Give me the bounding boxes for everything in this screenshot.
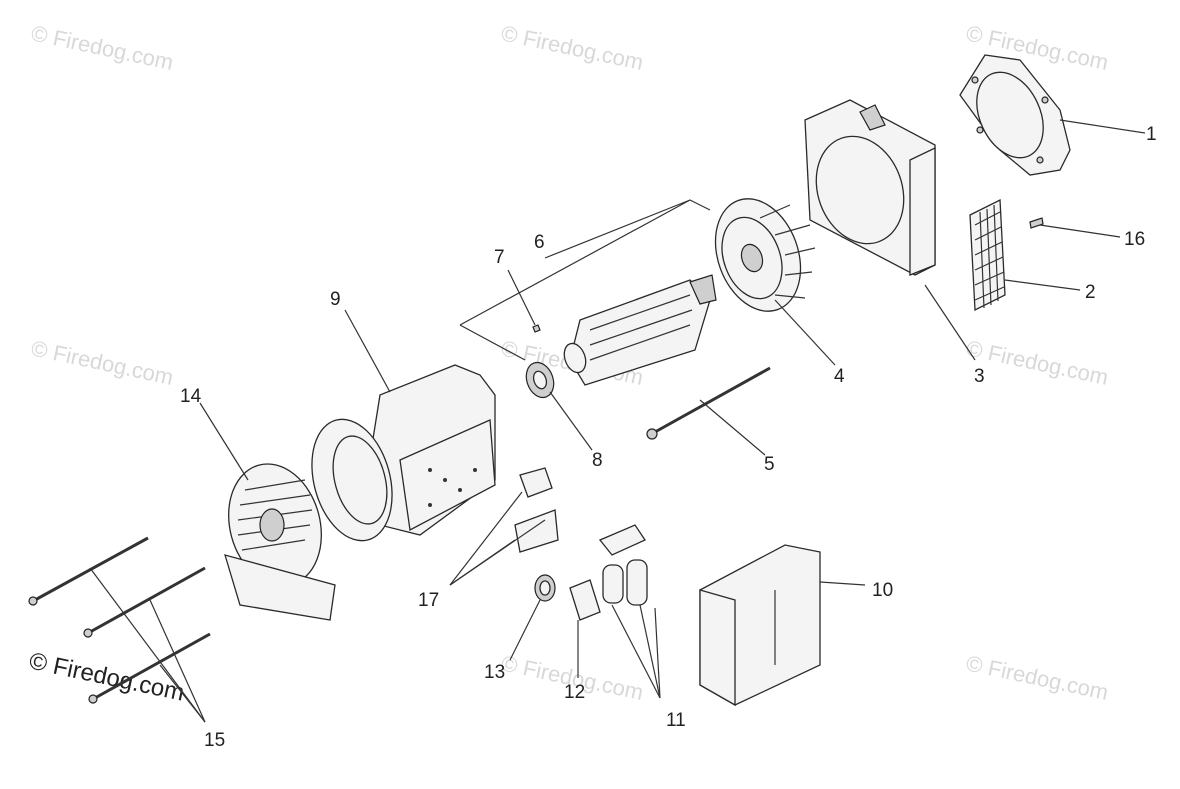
part-10-cover bbox=[699, 544, 821, 707]
part-3-housing bbox=[804, 99, 936, 276]
label-part-11: 11 bbox=[666, 710, 686, 731]
part-4-fan bbox=[714, 198, 816, 312]
part-17-brush-holders bbox=[514, 467, 559, 553]
label-part-12: 12 bbox=[564, 682, 585, 703]
label-part-1: 1 bbox=[1146, 124, 1157, 145]
part-14-end-bracket bbox=[224, 463, 336, 621]
part-13-seal bbox=[534, 574, 556, 602]
part-7-key bbox=[532, 324, 541, 333]
part-labels: 1 16 2 3 4 5 6 7 8 9 10 11 12 13 14 15 1… bbox=[180, 124, 1157, 751]
label-part-6: 6 bbox=[534, 232, 545, 253]
part-12-terminal-block bbox=[569, 579, 601, 621]
label-part-17: 17 bbox=[418, 590, 439, 611]
label-part-2: 2 bbox=[1085, 282, 1096, 303]
label-part-14: 14 bbox=[180, 386, 202, 407]
watermark-dark: © Firedog.com bbox=[27, 647, 187, 706]
part-6-armature bbox=[563, 274, 717, 386]
watermark: © Firedog.com bbox=[964, 650, 1111, 705]
label-part-3: 3 bbox=[974, 366, 985, 387]
label-part-7: 7 bbox=[494, 247, 505, 268]
label-part-15: 15 bbox=[204, 730, 225, 751]
part-16-screw bbox=[1029, 217, 1044, 229]
part-8-bearing bbox=[525, 361, 555, 399]
label-part-16: 16 bbox=[1124, 229, 1145, 250]
watermark: © Firedog.com bbox=[964, 335, 1111, 390]
watermark: © Firedog.com bbox=[499, 20, 646, 75]
label-part-4: 4 bbox=[834, 366, 845, 387]
label-part-13: 13 bbox=[484, 662, 505, 683]
watermark: © Firedog.com bbox=[29, 335, 176, 390]
part-2-screen bbox=[969, 198, 1006, 312]
part-5-bolt bbox=[646, 366, 771, 440]
label-part-9: 9 bbox=[330, 289, 341, 310]
label-part-5: 5 bbox=[764, 454, 775, 475]
watermark: © Firedog.com bbox=[29, 20, 176, 75]
label-part-8: 8 bbox=[592, 450, 603, 471]
part-9-stator bbox=[311, 364, 496, 542]
part-1-end-plate bbox=[959, 54, 1071, 176]
label-part-10: 10 bbox=[872, 580, 893, 601]
part-11-capacitors bbox=[598, 524, 648, 606]
leader-lines bbox=[89, 119, 1146, 723]
part-15-tie-rods bbox=[28, 536, 211, 704]
